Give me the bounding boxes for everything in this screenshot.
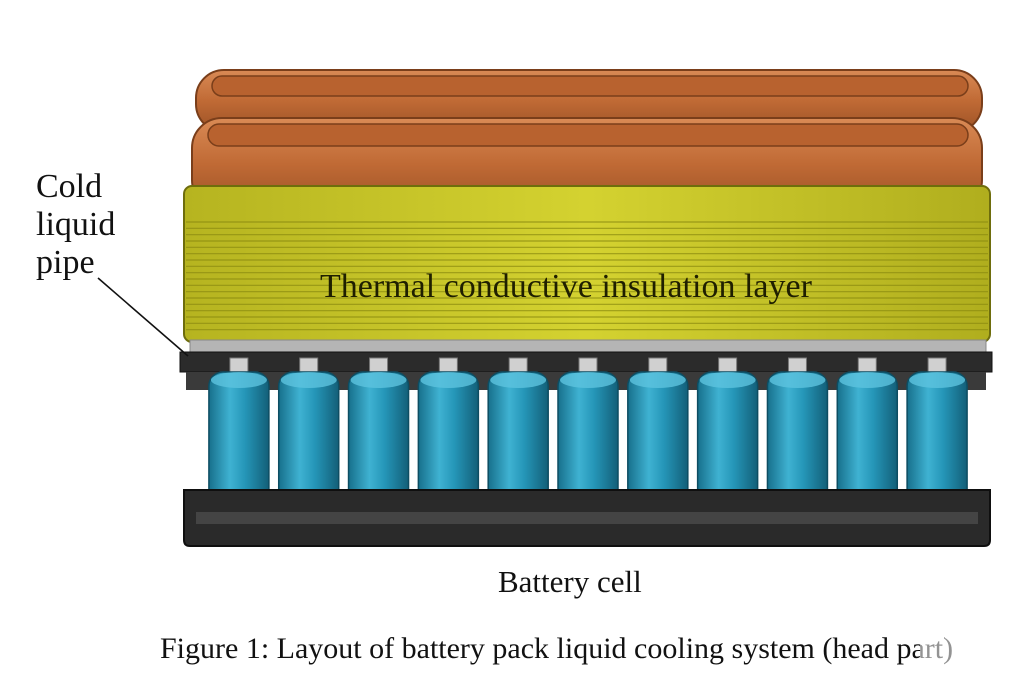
cold-label-line-3: pipe [36, 244, 95, 281]
battery-cap [629, 372, 686, 388]
cold-liquid-pipe-back [195, 69, 983, 133]
battery-cap [280, 372, 337, 388]
battery-cap [699, 372, 756, 388]
figure-caption: Figure 1: Layout of battery pack liquid … [160, 632, 954, 665]
cold-label-line-1: Cold [36, 168, 103, 205]
cold-label-line-2: liquid [36, 206, 116, 243]
cold-pipe-leader-line [97, 277, 189, 357]
battery-cap [909, 372, 966, 388]
insulation-layer [183, 185, 991, 343]
battery-cap [420, 372, 477, 388]
battery-holder-bottom [183, 489, 991, 547]
insulation-stripes [186, 221, 988, 331]
cold-liquid-pipe-label: Cold liquid pipe [36, 168, 146, 282]
battery-cap [350, 372, 407, 388]
battery-cap [210, 372, 267, 388]
battery-cap [769, 372, 826, 388]
battery-cell-label: Battery cell [498, 564, 642, 599]
battery-cap [490, 372, 547, 388]
battery-cap [839, 372, 896, 388]
battery-cap [560, 372, 616, 388]
watermark [920, 638, 1016, 674]
insulation-layer-label: Thermal conductive insulation layer [320, 268, 812, 305]
